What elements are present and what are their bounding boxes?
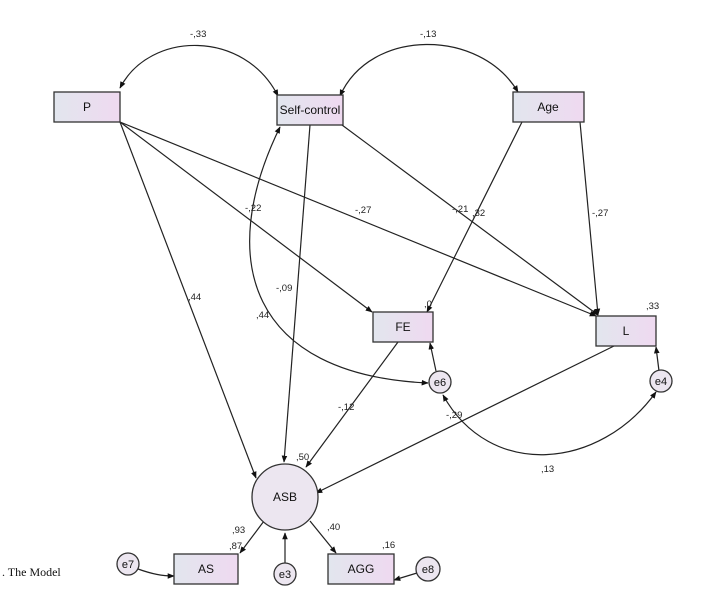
coef-p-fe: -,22 bbox=[245, 203, 261, 214]
node-e4: e4 bbox=[649, 369, 673, 393]
node-self-control: Self-control bbox=[276, 94, 344, 126]
node-e3: e3 bbox=[273, 562, 297, 586]
edge-e4-l bbox=[654, 346, 660, 372]
node-age: Age bbox=[512, 91, 585, 123]
edge-asb-as bbox=[239, 520, 265, 554]
node-e6-label: e6 bbox=[434, 377, 446, 389]
coef-p-asb: ,44 bbox=[188, 292, 201, 303]
node-e7-label: e7 bbox=[122, 559, 134, 571]
edge-fe-asb bbox=[305, 341, 399, 468]
edge-p-asb bbox=[119, 121, 257, 479]
coef-fe-r2: ,0 bbox=[424, 299, 432, 310]
coef-age-l: -,27 bbox=[592, 208, 608, 219]
coef-agg-r2: ,16 bbox=[382, 540, 395, 551]
edge-p-l bbox=[119, 121, 597, 317]
edge-l-asb bbox=[315, 345, 615, 494]
edge-p-selfcontrol bbox=[119, 44, 279, 97]
coef-selfcontrol-age: -,13 bbox=[420, 29, 436, 40]
coef-asb-agg: ,40 bbox=[327, 522, 340, 533]
node-age-label: Age bbox=[537, 100, 559, 114]
coef-as-r2: ,87 bbox=[229, 541, 242, 552]
edge-asb-agg bbox=[309, 520, 337, 554]
node-agg: AGG bbox=[327, 553, 395, 585]
node-e8: e8 bbox=[415, 556, 441, 582]
node-asb: ASB bbox=[251, 463, 319, 531]
coef-l-r2: ,33 bbox=[646, 301, 659, 312]
coef-selfcontrol-asb: -,09 bbox=[276, 283, 292, 294]
edge-e7-as bbox=[137, 568, 175, 579]
edge-selfcontrol-e6 bbox=[249, 126, 429, 386]
node-p: P bbox=[53, 91, 121, 123]
node-l: L bbox=[595, 315, 657, 347]
node-p-label: P bbox=[83, 100, 91, 114]
node-self-control-label: Self-control bbox=[280, 103, 341, 117]
node-l-label: L bbox=[623, 324, 630, 338]
figure-caption: . The Model bbox=[2, 565, 61, 579]
edge-age-l bbox=[579, 121, 601, 316]
node-fe-label: FE bbox=[395, 320, 410, 334]
edge-e6-e4 bbox=[442, 391, 657, 456]
edge-p-fe bbox=[119, 121, 373, 313]
coef-age-fe: ,32 bbox=[472, 208, 485, 219]
node-e6: e6 bbox=[428, 370, 452, 394]
node-e8-label: e8 bbox=[422, 564, 434, 576]
coef-asb-r2: ,50 bbox=[296, 452, 309, 463]
node-e4-label: e4 bbox=[655, 376, 667, 388]
coef-e6-e4: -,29 bbox=[446, 410, 462, 421]
coef-fe-asb: -,12 bbox=[338, 402, 354, 413]
node-e3-label: e3 bbox=[279, 569, 291, 581]
node-fe: FE bbox=[372, 311, 434, 343]
edge-selfcontrol-asb bbox=[281, 124, 311, 463]
node-as-label: AS bbox=[198, 562, 214, 576]
coef-p-l: -,27 bbox=[355, 205, 371, 216]
coef-asb-as: ,93 bbox=[232, 525, 245, 536]
coef-selfcontrol-e6: ,44 bbox=[256, 310, 269, 321]
edge-selfcontrol-age bbox=[339, 43, 519, 97]
node-e7: e7 bbox=[116, 552, 140, 576]
edge-age-fe bbox=[426, 121, 523, 313]
node-asb-label: ASB bbox=[273, 490, 297, 504]
coef-p-selfcontrol: -,33 bbox=[190, 29, 206, 40]
edge-e6-fe bbox=[428, 342, 437, 372]
node-agg-label: AGG bbox=[348, 562, 375, 576]
node-as: AS bbox=[173, 553, 239, 585]
edge-selfcontrol-l bbox=[341, 124, 599, 316]
coef-selfcontrol-l: -,21 bbox=[452, 204, 468, 215]
coef-l-asb: ,13 bbox=[541, 464, 554, 475]
edge-e8-agg bbox=[393, 572, 418, 581]
